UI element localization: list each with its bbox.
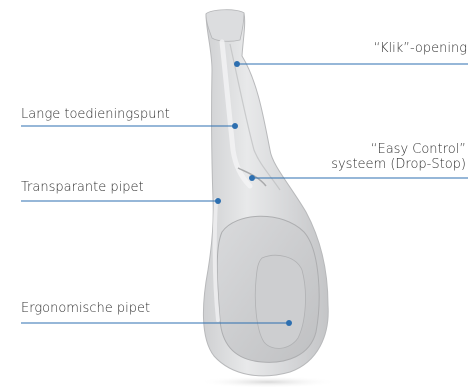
label-lange-toedieningspunt: Lange toedieningspunt <box>21 107 170 122</box>
label-ergonomische-pipet: Ergonomische pipet <box>21 301 150 316</box>
leader-dot-transparant <box>215 198 221 204</box>
label-klik-opening: “Klik”-opening <box>351 41 467 56</box>
label-easy-control-line2: systeem (Drop-Stop) <box>266 157 466 172</box>
leader-dot-lange <box>232 123 238 129</box>
leader-dot-easy <box>249 175 255 181</box>
label-easy-control: “Easy Control” systeem (Drop-Stop) <box>266 142 466 172</box>
label-easy-control-line1: “Easy Control” <box>266 142 466 157</box>
leader-dot-klik <box>234 61 240 67</box>
leader-dot-ergonomisch <box>286 320 292 326</box>
ergonomic-panel <box>255 255 305 348</box>
label-transparante-pipet: Transparante pipet <box>21 180 144 195</box>
pipette-shadow <box>198 376 338 388</box>
klik-opening-cap <box>206 10 244 42</box>
